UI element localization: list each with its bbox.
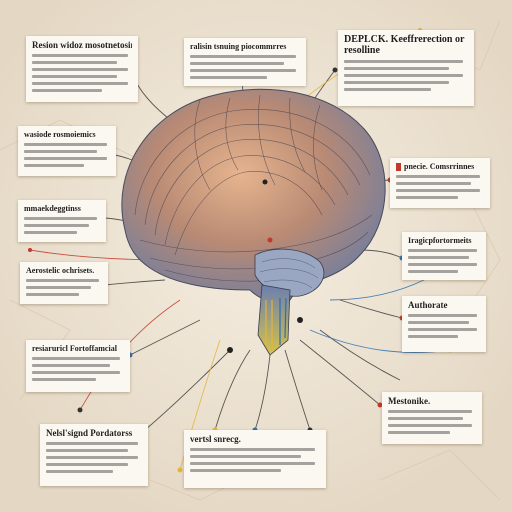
text-line xyxy=(396,175,481,179)
text-line xyxy=(46,449,128,452)
text-line xyxy=(344,88,431,91)
text-line xyxy=(408,321,470,324)
text-line xyxy=(24,217,97,220)
text-line xyxy=(408,314,478,317)
card-title: Authorate xyxy=(408,300,448,310)
card-title: Iragicpfortormeits xyxy=(408,236,472,245)
info-card: vertsl snrecg. xyxy=(184,430,326,488)
text-line xyxy=(24,150,98,153)
card-title: wasiode rosmoiemics xyxy=(24,130,96,139)
card-title: Aerostelic ochrisets. xyxy=(26,266,95,275)
info-card: Mestonike. xyxy=(382,392,482,444)
card-title: mmaekdeggtinss xyxy=(24,204,81,213)
text-line xyxy=(408,256,470,259)
text-line xyxy=(344,67,450,70)
text-line xyxy=(24,143,107,146)
text-line xyxy=(408,335,459,338)
text-line xyxy=(190,69,296,72)
text-line xyxy=(32,378,97,381)
text-line xyxy=(190,76,267,79)
text-line xyxy=(190,469,281,472)
text-line xyxy=(190,55,296,58)
text-line xyxy=(32,82,128,85)
card-title: DEPLCK. Keeffrerection or xyxy=(344,34,465,45)
info-card: Iragicpfortormeits xyxy=(402,232,486,280)
info-card: wasiode rosmoiemics xyxy=(18,126,116,176)
text-line xyxy=(344,81,450,84)
text-line xyxy=(24,157,107,160)
text-line xyxy=(388,431,450,434)
info-card: resiaruricl Fortoffamcial xyxy=(26,340,130,392)
info-card: DEPLCK. Keeffrerection or resolline xyxy=(338,30,474,106)
text-line xyxy=(408,270,459,273)
text-line xyxy=(32,54,128,57)
card-title: resiaruricl Fortoffamcial xyxy=(32,344,117,353)
text-line xyxy=(46,456,139,459)
card-subtitle: resolline xyxy=(344,45,380,56)
text-line xyxy=(24,224,89,227)
text-line xyxy=(344,74,464,77)
text-line xyxy=(32,61,117,64)
text-line xyxy=(32,75,117,78)
text-line xyxy=(190,455,301,458)
text-line xyxy=(26,293,80,296)
text-line xyxy=(32,357,121,360)
text-line xyxy=(26,286,91,289)
card-title: vertsl snrecg. xyxy=(190,434,241,444)
text-line xyxy=(190,462,315,465)
text-line xyxy=(388,410,473,413)
text-line xyxy=(46,470,114,473)
text-line xyxy=(408,328,478,331)
text-line xyxy=(388,417,463,420)
text-line xyxy=(32,89,102,92)
text-line xyxy=(32,68,128,71)
info-card: Resion widoz mosotnetosing xyxy=(26,36,138,102)
text-line xyxy=(388,424,473,427)
info-card: ralisin tsnuing piocommrres xyxy=(184,38,306,86)
text-line xyxy=(46,463,128,466)
card-title: Mestonike. xyxy=(388,396,431,406)
text-line xyxy=(24,231,78,234)
text-line xyxy=(46,442,139,445)
text-line xyxy=(396,182,471,186)
info-card: Authorate xyxy=(402,296,486,352)
card-title: pnecie. Comsrrinnes xyxy=(396,162,484,172)
info-card: Nelsl'signd Pordatorss xyxy=(40,424,148,486)
card-title: ralisin tsnuing piocommrres xyxy=(190,42,287,51)
text-line xyxy=(408,249,478,252)
text-line xyxy=(190,62,284,65)
card-title: Nelsl'signd Pordatorss xyxy=(46,428,133,438)
text-line xyxy=(190,448,315,451)
text-line xyxy=(26,279,99,282)
text-line xyxy=(24,164,85,167)
text-line xyxy=(344,60,464,63)
text-line xyxy=(396,196,458,200)
info-card: mmaekdeggtinss xyxy=(18,200,106,242)
text-line xyxy=(396,189,481,193)
text-line xyxy=(32,371,121,374)
card-title: Resion widoz mosotnetosing xyxy=(32,40,132,50)
text-line xyxy=(32,364,111,367)
info-card: Aerostelic ochrisets. xyxy=(20,262,108,304)
text-line xyxy=(408,263,478,266)
info-card: pnecie. Comsrrinnes xyxy=(390,158,490,208)
